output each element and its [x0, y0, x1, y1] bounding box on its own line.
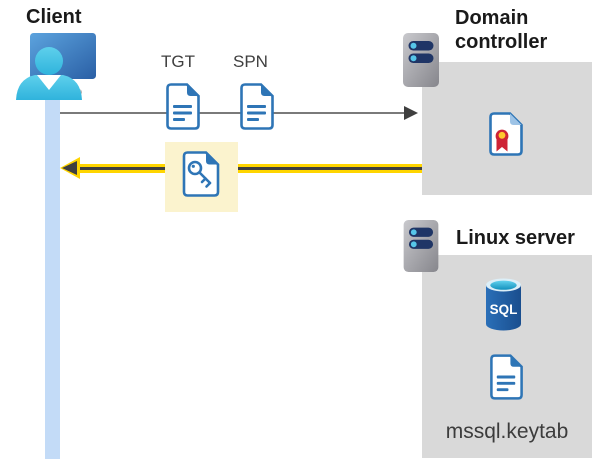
spn-document-icon: [240, 83, 274, 130]
linux-server-icon: [403, 219, 439, 273]
keytab-label: mssql.keytab: [445, 420, 569, 443]
request-arrowhead-icon: [404, 106, 418, 120]
client-label: Client: [26, 6, 82, 28]
certificate-icon: [489, 112, 523, 156]
key-glyph-icon: [187, 160, 212, 188]
tgt-document-icon: [166, 83, 200, 130]
service-ticket-key-icon: [182, 151, 220, 197]
response-arrow-core: [80, 167, 422, 170]
sql-text: SQL: [490, 302, 518, 317]
keytab-document-icon: [490, 354, 523, 400]
client-monitor-icon: [16, 33, 96, 100]
client-lifeline-bar: [45, 93, 60, 459]
tgt-label: TGT: [161, 52, 195, 71]
response-arrowhead-icon: [62, 161, 77, 175]
linux-server-label: Linux server: [456, 227, 575, 249]
spn-label: SPN: [233, 52, 268, 71]
sql-database-icon: SQL: [486, 278, 521, 331]
request-arrow-line: [60, 112, 404, 114]
domain-controller-server-icon: [403, 33, 439, 87]
client-user-icon: [16, 47, 82, 100]
domain-controller-label: Domain controller: [455, 7, 548, 53]
